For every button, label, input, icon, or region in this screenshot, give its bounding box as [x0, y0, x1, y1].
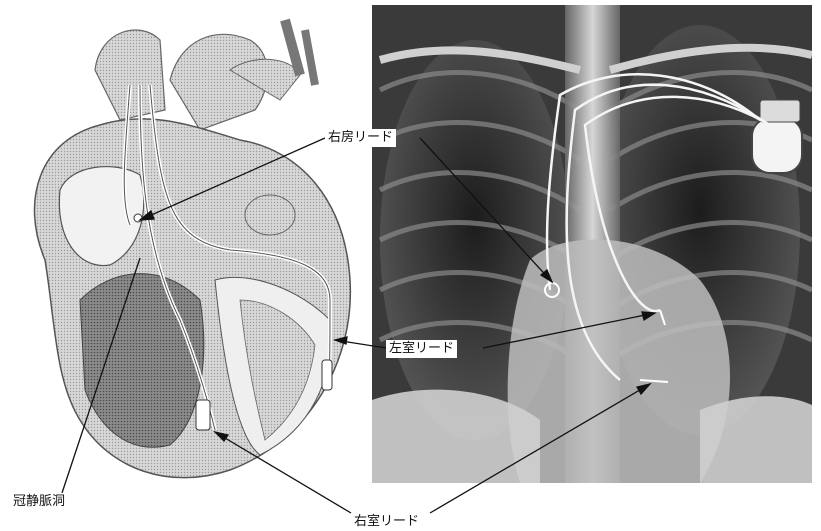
coronary-sinus-label: 冠静脈洞 — [10, 493, 68, 511]
right-ventricular-lead-label: 右室リード — [351, 513, 422, 531]
pacemaker-generator — [752, 100, 802, 173]
right-atrial-lead-label: 右房リード — [325, 129, 396, 147]
heart-illustration — [34, 20, 350, 478]
left-ventricular-lead-label: 左室リード — [386, 340, 457, 358]
chest-xray — [372, 5, 812, 483]
